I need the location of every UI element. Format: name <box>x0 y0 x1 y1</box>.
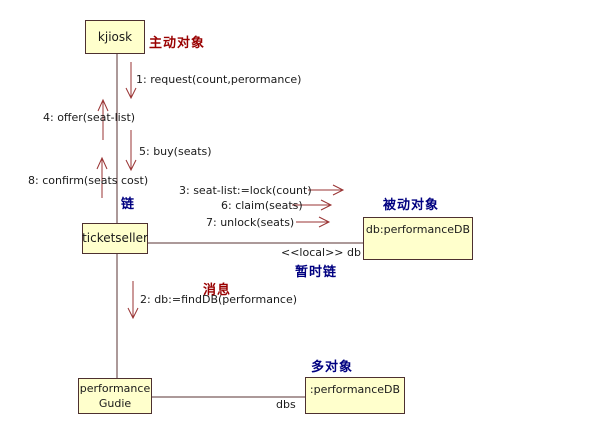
message-1-label: 1: request(count,perormance) <box>136 73 302 86</box>
arrow-message-2-down <box>127 281 139 320</box>
arrow-message-8-up <box>96 156 108 198</box>
link-label-dbs: dbs <box>276 398 296 411</box>
annotation-message: 消息 <box>203 283 232 298</box>
message-4-label: 4: offer(seat-list) <box>43 111 136 124</box>
arrow-message-1-down <box>125 62 137 100</box>
arrow-message-3-right <box>308 184 345 196</box>
annotation-active-object: 主动对象 <box>149 36 206 51</box>
message-5-label: 5: buy(seats) <box>139 145 212 158</box>
message-8-label: 8: confirm(seats cost) <box>28 174 149 187</box>
node-performance-guide-line1: performance <box>79 382 151 395</box>
arrow-message-5-down <box>125 130 137 172</box>
message-3-label: 3: seat-list:=lock(count) <box>179 184 312 197</box>
node-performance-guide-line2: Gudie <box>98 397 132 410</box>
annotation-link: 链 <box>121 197 136 212</box>
arrow-message-6-right <box>292 199 333 211</box>
annotation-passive-object: 被动对象 <box>383 198 440 213</box>
arrow-message-4-up <box>97 98 109 140</box>
node-ticketseller[interactable]: ticketseller <box>82 223 148 254</box>
message-6-label: 6: claim(seats) <box>221 199 303 212</box>
message-2-label: 2: db:=findDB(performance) <box>140 293 298 306</box>
node-db-performancedb[interactable]: db:performanceDB <box>363 217 473 260</box>
node-performance-guide[interactable]: performance Gudie <box>78 378 152 414</box>
message-7-label: 7: unlock(seats) <box>206 216 295 229</box>
arrow-message-7-right <box>296 216 331 228</box>
node-performancedb-multi[interactable]: :performanceDB <box>305 377 405 414</box>
annotation-multi-object: 多对象 <box>311 360 354 375</box>
annotation-temporary-link: 暂时链 <box>295 265 338 280</box>
link-label-local-db: <<local>> db <box>281 246 361 259</box>
node-kjiosk[interactable]: kjiosk <box>85 20 145 54</box>
